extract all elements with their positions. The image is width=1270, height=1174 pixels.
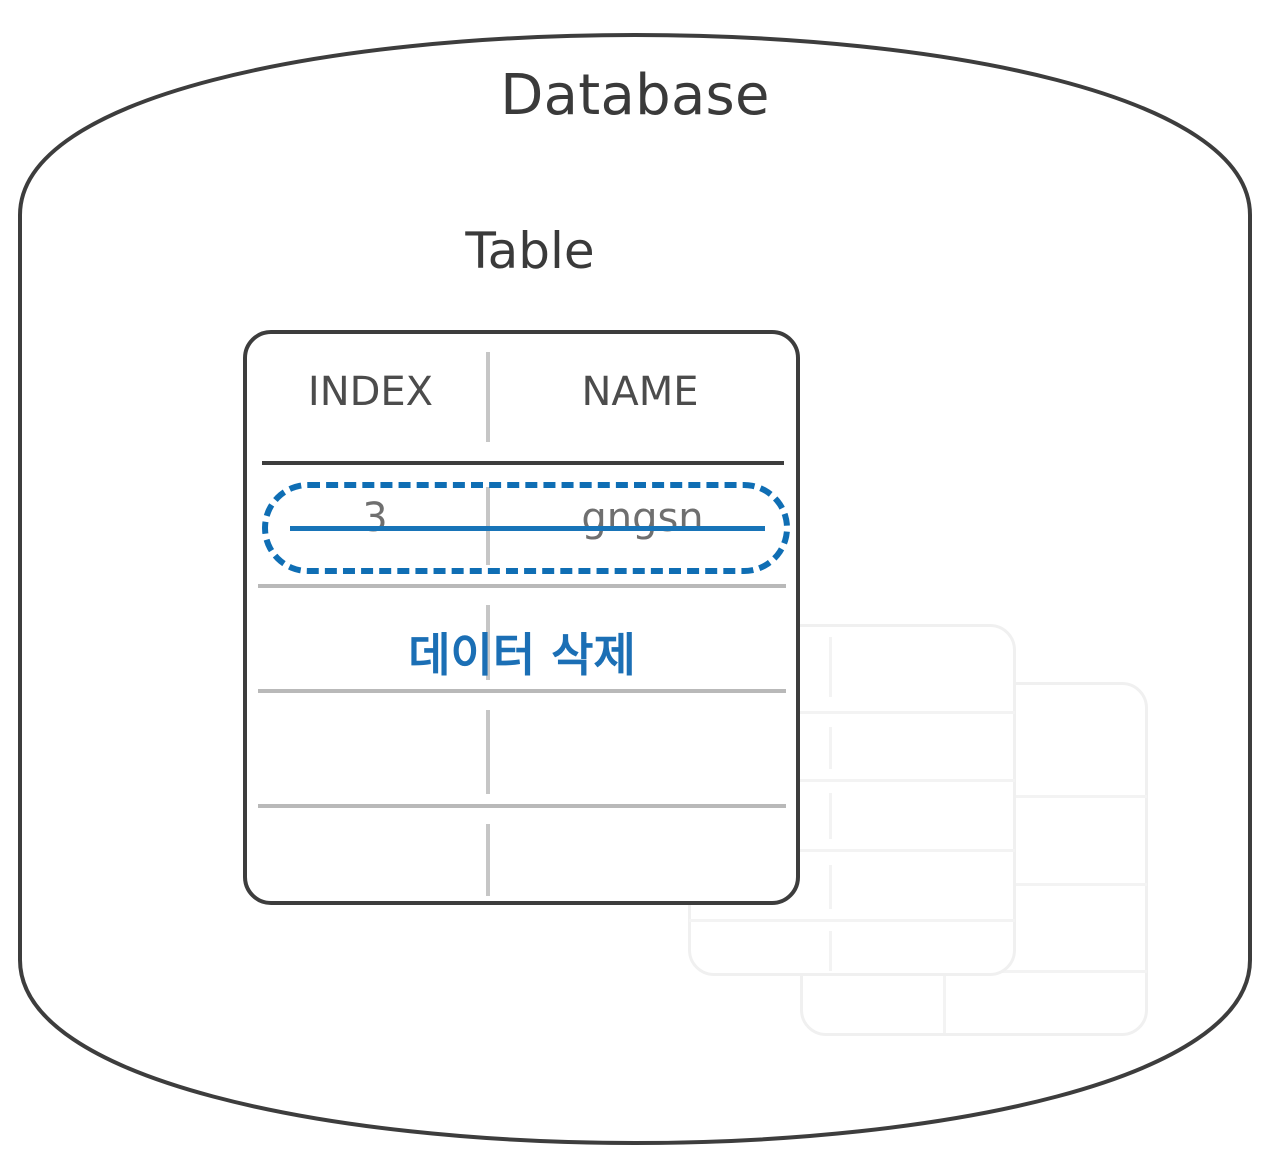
ghost-rule — [689, 711, 1015, 714]
column-divider — [486, 710, 490, 794]
table-cell-index: 3 — [362, 495, 388, 541]
ghost-rule — [689, 849, 1015, 852]
ghost-divider — [829, 793, 832, 839]
delete-annotation: 데이터 삭제 — [408, 628, 636, 682]
ghost-rule — [689, 919, 1015, 922]
strikethrough-line — [290, 526, 765, 531]
column-divider — [486, 352, 490, 442]
column-header-name: NAME — [581, 369, 699, 415]
ghost-divider — [829, 865, 832, 909]
column-header-index: INDEX — [307, 369, 434, 415]
row-rule — [258, 689, 786, 693]
database-label: Database — [500, 63, 770, 128]
column-divider — [486, 605, 490, 680]
header-rule — [262, 461, 784, 465]
table-card — [243, 330, 800, 905]
column-divider — [486, 824, 490, 896]
ghost-divider — [829, 637, 832, 697]
row-rule — [258, 804, 786, 808]
deleted-row-highlight[interactable] — [262, 482, 790, 574]
ghost-rule — [689, 779, 1015, 782]
table-cell-name: gngsn — [581, 495, 704, 541]
ghost-divider — [829, 727, 832, 769]
ghost-divider — [829, 931, 832, 971]
table-label: Table — [465, 222, 595, 280]
row-rule — [258, 584, 786, 588]
